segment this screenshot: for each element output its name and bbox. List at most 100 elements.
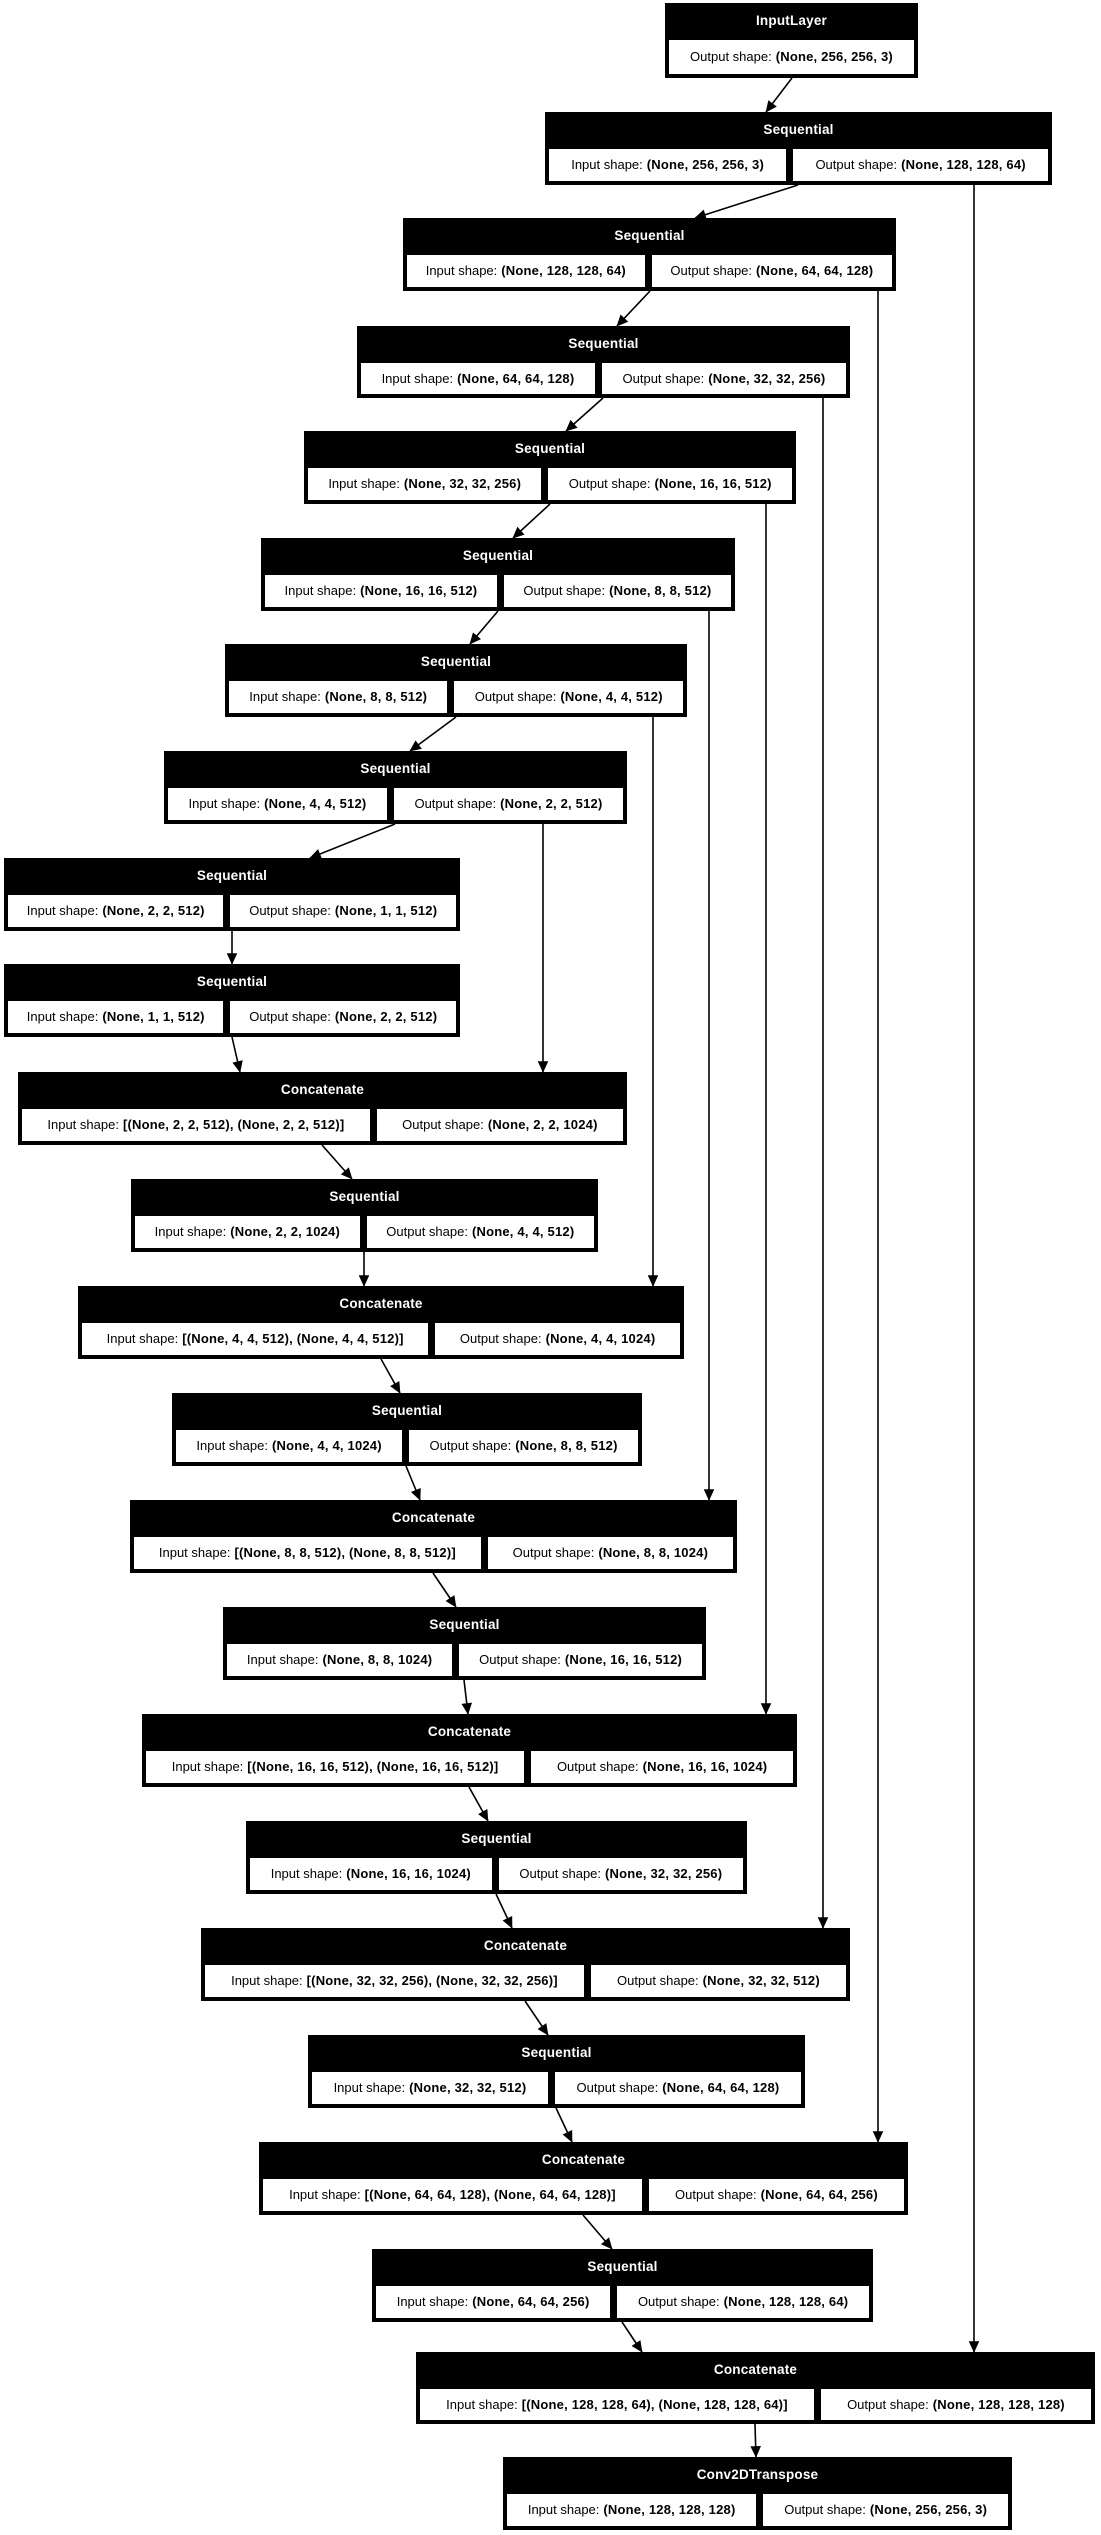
- flow-arrow: [582, 2214, 613, 2250]
- output-shape-cell: Output shape:(None, 32, 32, 256): [496, 1855, 745, 1892]
- layer-type-label: Concatenate: [339, 1296, 423, 1311]
- shape-value: (None, 4, 4, 512): [560, 689, 663, 705]
- flow-arrow: [380, 1358, 401, 1394]
- shape-value: (None, 64, 64, 128): [457, 370, 575, 386]
- layer-type-label: Sequential: [429, 1617, 500, 1632]
- output-shape-prefix: Output shape:: [523, 583, 606, 599]
- input-shape-prefix: Input shape:: [289, 2187, 361, 2203]
- output-shape-cell: Output shape:(None, 4, 4, 512): [364, 1213, 596, 1250]
- shape-cells-row: Input shape:[(None, 32, 32, 256), (None,…: [203, 1962, 848, 1999]
- shape-value: (None, 8, 8, 1024): [322, 1652, 433, 1668]
- input-shape-prefix: Input shape:: [158, 1545, 231, 1561]
- input-shape-cell: Input shape:(None, 128, 128, 64): [405, 252, 647, 289]
- input-shape-cell: Input shape:[(None, 16, 16, 512), (None,…: [144, 1748, 527, 1785]
- layer-type-label: Sequential: [587, 2259, 658, 2274]
- shape-cells-row: Input shape:(None, 4, 4, 512)Output shap…: [166, 785, 626, 822]
- input-shape-cell: Input shape:(None, 128, 128, 128): [505, 2491, 759, 2528]
- flow-arrow: [405, 1465, 421, 1501]
- shape-cells-row: Input shape:[(None, 64, 64, 128), (None,…: [261, 2176, 906, 2213]
- layer-type-label: Concatenate: [483, 1938, 568, 1953]
- output-shape-prefix: Output shape:: [402, 1117, 484, 1133]
- output-shape-prefix: Output shape:: [674, 2187, 757, 2203]
- shape-cells-row: Input shape:[(None, 4, 4, 512), (None, 4…: [80, 1320, 682, 1357]
- input-shape-prefix: Input shape:: [26, 903, 99, 919]
- input-shape-prefix: Input shape:: [446, 2396, 518, 2412]
- output-shape-cell: Output shape:(None, 64, 64, 128): [552, 2069, 804, 2106]
- shape-cells-row: Input shape:(None, 16, 16, 1024)Output s…: [248, 1855, 745, 1892]
- input-shape-prefix: Input shape:: [246, 1652, 319, 1668]
- flow-arrow: [469, 610, 499, 645]
- input-shape-cell: Input shape:[(None, 4, 4, 512), (None, 4…: [80, 1320, 431, 1357]
- layer-type-label: Concatenate: [541, 2152, 626, 2167]
- layer-type-label: Concatenate: [713, 2362, 798, 2377]
- shape-value: (None, 1, 1, 512): [102, 1009, 205, 1025]
- shape-cells-row: Input shape:(None, 2, 2, 1024)Output sha…: [133, 1213, 596, 1250]
- shape-value: (None, 8, 8, 512): [515, 1438, 618, 1454]
- shape-value: (None, 1, 1, 512): [334, 903, 438, 919]
- flow-arrow: [512, 503, 551, 539]
- layer-type-label: Sequential: [196, 974, 268, 989]
- output-shape-prefix: Output shape:: [815, 157, 898, 173]
- shape-value: (None, 32, 32, 256): [708, 370, 826, 386]
- input-shape-prefix: Input shape:: [188, 796, 261, 812]
- input-shape-prefix: Input shape:: [270, 1866, 343, 1882]
- output-shape-prefix: Output shape:: [690, 49, 772, 65]
- output-shape-cell: Output shape:(None, 16, 16, 512): [457, 1641, 705, 1678]
- input-shape-cell: Input shape:(None, 64, 64, 256): [374, 2283, 613, 2320]
- flow-arrow: [765, 77, 793, 113]
- flow-arrow: [524, 2000, 549, 2036]
- output-shape-cell: Output shape:(None, 8, 8, 512): [407, 1427, 640, 1464]
- shape-cells-row: Input shape:(None, 8, 8, 512)Output shap…: [227, 678, 686, 715]
- shape-value: [(None, 64, 64, 128), (None, 64, 64, 128…: [364, 2187, 616, 2203]
- shape-value: (None, 32, 32, 512): [409, 2080, 527, 2096]
- shape-cells-row: Input shape:(None, 1, 1, 512)Output shap…: [6, 998, 459, 1035]
- shape-value: (None, 4, 4, 1024): [271, 1438, 382, 1454]
- layer-type-label: Sequential: [462, 548, 534, 563]
- layer-type-label: Concatenate: [391, 1510, 476, 1525]
- flow-arrow: [468, 1786, 489, 1822]
- input-shape-cell: Input shape:(None, 16, 16, 512): [263, 572, 499, 609]
- shape-value: (None, 4, 4, 512): [264, 796, 367, 812]
- output-shape-prefix: Output shape:: [479, 1652, 561, 1668]
- output-shape-prefix: Output shape:: [622, 370, 705, 386]
- input-shape-cell: Input shape:(None, 4, 4, 1024): [174, 1427, 405, 1464]
- shape-value: (None, 64, 64, 128): [662, 2080, 780, 2096]
- input-shape-cell: Input shape:(None, 16, 16, 1024): [248, 1855, 494, 1892]
- input-shape-prefix: Input shape:: [396, 2294, 469, 2310]
- shape-value: (None, 32, 32, 256): [605, 1866, 723, 1882]
- output-shape-prefix: Output shape:: [386, 1224, 468, 1240]
- shape-value: [(None, 32, 32, 256), (None, 32, 32, 256…: [306, 1973, 558, 1989]
- layer-type-label: Sequential: [614, 228, 685, 243]
- input-shape-cell: Input shape:[(None, 8, 8, 512), (None, 8…: [132, 1534, 483, 1571]
- layer-type-label: Sequential: [763, 122, 834, 137]
- shape-cells-row: Input shape:[(None, 2, 2, 512), (None, 2…: [20, 1106, 625, 1143]
- shape-value: (None, 16, 16, 1024): [642, 1759, 768, 1775]
- input-shape-cell: Input shape:(None, 2, 2, 1024): [133, 1213, 362, 1250]
- output-shape-cell: Output shape:(None, 256, 256, 3): [761, 2491, 1010, 2528]
- layer-type-label: Conv2DTranspose: [696, 2467, 819, 2482]
- output-shape-cell: Output shape:(None, 64, 64, 128): [649, 252, 894, 289]
- output-shape-prefix: Output shape:: [670, 263, 753, 279]
- output-shape-cell: Output shape:(None, 4, 4, 512): [452, 678, 686, 715]
- shape-value: (None, 16, 16, 512): [360, 583, 478, 599]
- shape-value: (None, 256, 256, 3): [775, 49, 893, 65]
- shape-value: (None, 16, 16, 1024): [346, 1866, 471, 1882]
- shape-value: (None, 2, 2, 512): [334, 1009, 438, 1025]
- shape-cells-row: Input shape:(None, 32, 32, 256)Output sh…: [306, 465, 795, 502]
- output-shape-cell: Output shape:(None, 1, 1, 512): [228, 892, 459, 929]
- shape-value: [(None, 128, 128, 64), (None, 128, 128, …: [521, 2396, 788, 2412]
- output-shape-prefix: Output shape:: [616, 1973, 699, 1989]
- input-shape-prefix: Input shape:: [106, 1331, 179, 1347]
- input-shape-prefix: Input shape:: [328, 476, 400, 492]
- layer-type-label: Sequential: [371, 1403, 443, 1418]
- shape-value: (None, 128, 128, 64): [901, 157, 1026, 173]
